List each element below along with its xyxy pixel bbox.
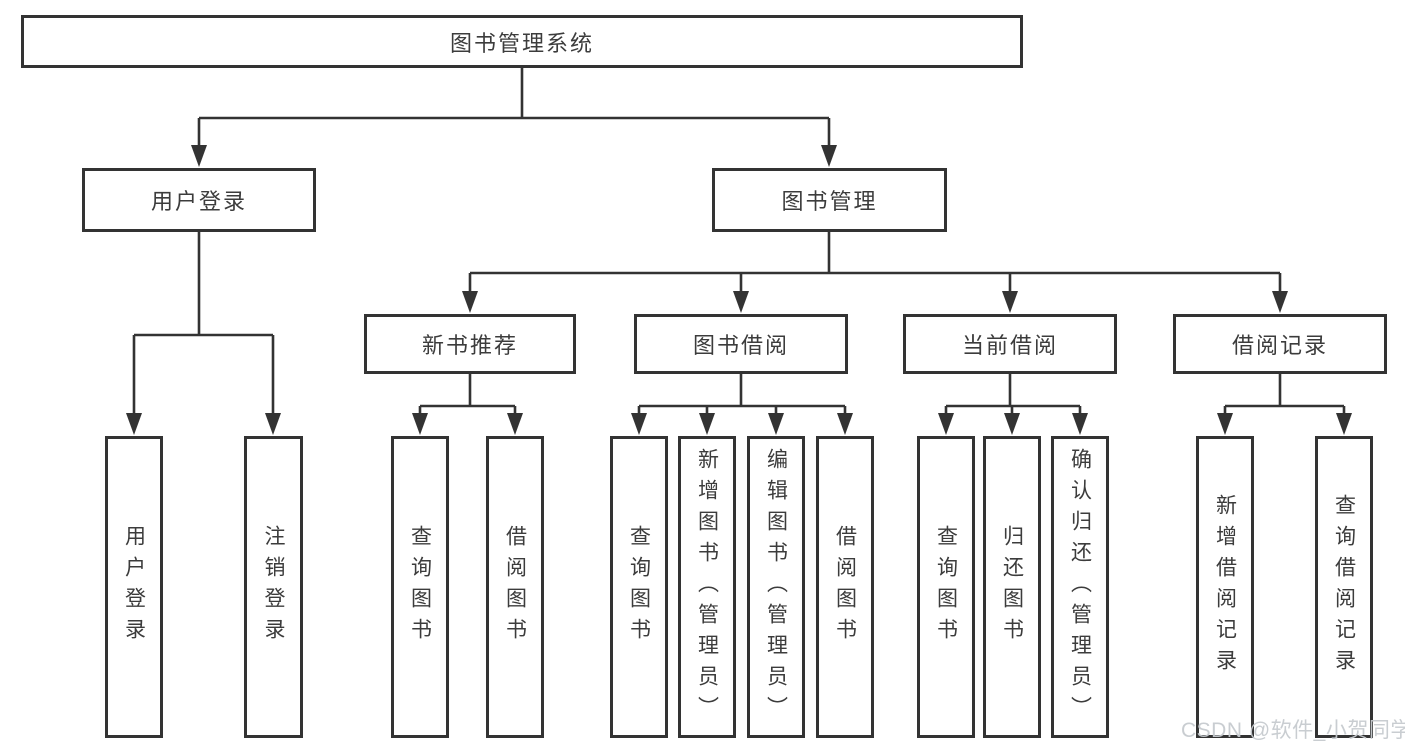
leaf-recommend-borrow-books-label: 借阅图书: [503, 525, 527, 649]
leaf-borrow-books: 借阅图书: [816, 436, 874, 738]
node-book-management: 图书管理: [712, 168, 947, 232]
leaf-edit-books-admin-label: 编辑图书（管理员）: [764, 447, 788, 727]
node-borrow-record: 借阅记录: [1173, 314, 1387, 374]
node-book-management-label: 图书管理: [781, 189, 878, 214]
leaf-logout: 注销登录: [244, 436, 303, 738]
leaf-add-books-admin-label: 新增图书（管理员）: [695, 447, 719, 727]
node-new-book-recommend-label: 新书推荐: [421, 333, 518, 358]
leaf-add-borrow-record-label: 新增借阅记录: [1213, 494, 1237, 680]
leaf-current-query-books-label: 查询图书: [934, 525, 958, 649]
node-borrow-record-label: 借阅记录: [1231, 333, 1328, 358]
node-book-borrow-label: 图书借阅: [692, 333, 789, 358]
leaf-confirm-return-admin-label: 确认归还（管理员）: [1068, 447, 1092, 727]
leaf-current-query-books: 查询图书: [917, 436, 975, 738]
leaf-borrow-query-books-label: 查询图书: [627, 525, 651, 649]
leaf-recommend-query-books-label: 查询图书: [408, 525, 432, 649]
node-book-borrow: 图书借阅: [634, 314, 848, 374]
node-new-book-recommend: 新书推荐: [364, 314, 576, 374]
leaf-query-borrow-record-label: 查询借阅记录: [1332, 494, 1356, 680]
leaf-add-borrow-record: 新增借阅记录: [1196, 436, 1254, 738]
leaf-edit-books-admin: 编辑图书（管理员）: [747, 436, 805, 738]
leaf-confirm-return-admin: 确认归还（管理员）: [1051, 436, 1109, 738]
leaf-logout-label: 注销登录: [262, 525, 285, 649]
leaf-recommend-query-books: 查询图书: [391, 436, 449, 738]
leaf-query-borrow-record: 查询借阅记录: [1315, 436, 1373, 738]
node-user-login: 用户登录: [82, 168, 316, 232]
leaf-recommend-borrow-books: 借阅图书: [486, 436, 544, 738]
leaf-borrow-query-books: 查询图书: [610, 436, 668, 738]
node-root-label: 图书管理系统: [449, 30, 594, 56]
leaf-user-login-label: 用户登录: [122, 525, 146, 649]
node-current-borrow: 当前借阅: [903, 314, 1117, 374]
node-current-borrow-label: 当前借阅: [961, 333, 1058, 358]
csdn-watermark: CSDN @软件_小贺同学: [1181, 719, 1405, 742]
leaf-add-books-admin: 新增图书（管理员）: [678, 436, 736, 738]
node-root: 图书管理系统: [21, 15, 1023, 68]
leaf-return-books-label: 归还图书: [1000, 525, 1024, 649]
arrowheads: [126, 145, 1352, 435]
node-user-login-label: 用户登录: [150, 189, 247, 214]
leaf-return-books: 归还图书: [983, 436, 1041, 738]
leaf-user-login: 用户登录: [105, 436, 163, 738]
leaf-borrow-books-label: 借阅图书: [833, 525, 857, 649]
